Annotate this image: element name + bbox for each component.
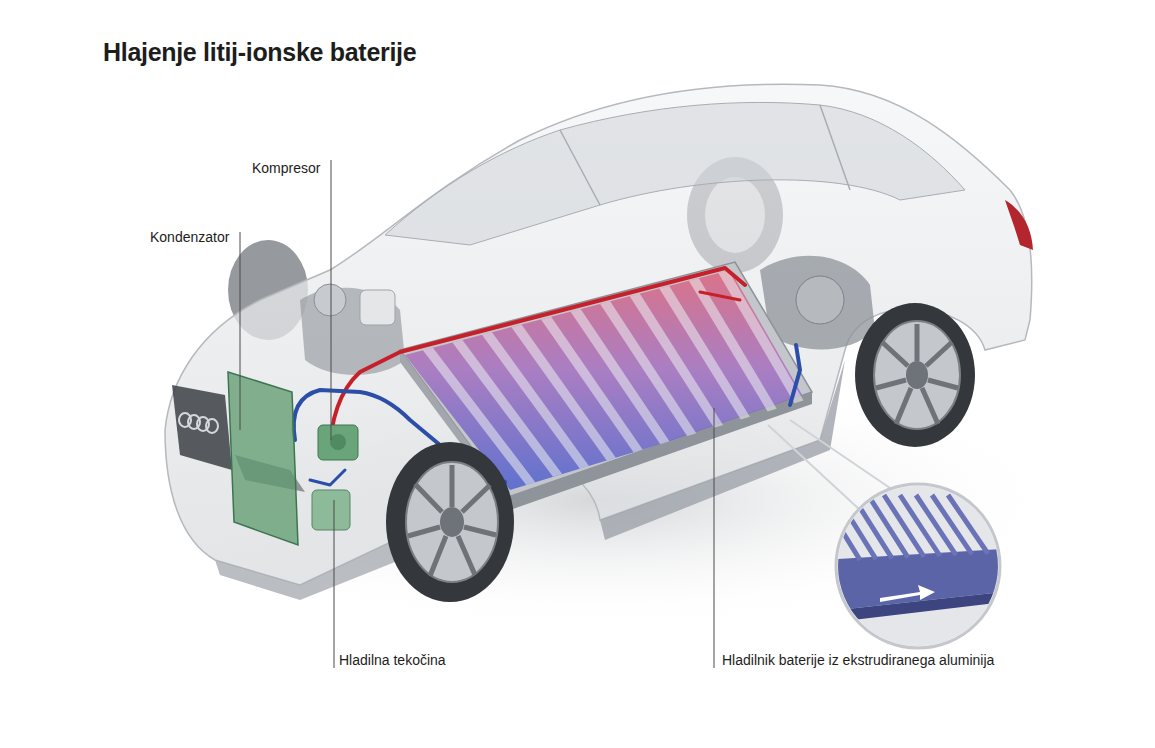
illustration-part bbox=[560, 130, 600, 205]
illustration-part bbox=[360, 290, 395, 325]
part-label: Kompresor bbox=[252, 160, 320, 176]
illustration-part bbox=[440, 507, 464, 537]
car-body bbox=[165, 84, 1033, 600]
illustration-part bbox=[906, 361, 928, 389]
illustration-part bbox=[922, 388, 938, 424]
illustration-part bbox=[700, 292, 740, 300]
illustration-part bbox=[408, 527, 440, 536]
illustration-part bbox=[896, 388, 911, 424]
illustration-part bbox=[790, 345, 800, 405]
illustration-part bbox=[206, 419, 218, 433]
illustration-part bbox=[876, 380, 906, 388]
illustration-part bbox=[330, 434, 346, 450]
compressor bbox=[312, 425, 358, 530]
illustration-part bbox=[310, 470, 345, 485]
illustration-part bbox=[718, 270, 803, 403]
illustration-part bbox=[330, 268, 745, 455]
front-components bbox=[300, 284, 405, 375]
illustration-part bbox=[464, 527, 496, 535]
illustration-part bbox=[215, 540, 400, 600]
illustration-part bbox=[331, 160, 332, 440]
illustration-part bbox=[820, 105, 850, 190]
illustration-part bbox=[882, 342, 908, 366]
part-label: Hladilnik baterije iz ekstrudiranega alu… bbox=[722, 652, 994, 668]
illustration-part bbox=[408, 465, 496, 576]
illustration-part bbox=[458, 536, 475, 575]
illustration-part bbox=[240, 232, 241, 430]
diagram-title: Hlajenje litij-ionske baterije bbox=[103, 38, 416, 67]
illustration-part bbox=[915, 324, 920, 361]
condenser bbox=[228, 372, 298, 545]
illustration-part bbox=[948, 495, 988, 554]
illustration-part bbox=[855, 303, 975, 447]
illustration-part bbox=[386, 442, 514, 602]
inset-pointer bbox=[768, 420, 890, 510]
illustration-part bbox=[334, 500, 335, 668]
illustration-part bbox=[508, 392, 812, 510]
illustration-part bbox=[406, 462, 498, 582]
illustration-part bbox=[1005, 200, 1033, 250]
illustration-part bbox=[172, 385, 232, 470]
illustration-part bbox=[415, 484, 442, 512]
illustration-part bbox=[874, 321, 960, 429]
part-label: Hladilna tekočina bbox=[339, 652, 446, 668]
illustration-part bbox=[876, 324, 958, 424]
illustration-part bbox=[820, 495, 988, 560]
leader-lines bbox=[240, 160, 714, 668]
illustration-part bbox=[820, 470, 1020, 670]
illustration-part bbox=[462, 485, 490, 512]
part-label: Kondenzator bbox=[150, 229, 229, 245]
illustration-part bbox=[926, 342, 952, 366]
illustration-part bbox=[714, 408, 715, 668]
illustration-part bbox=[880, 585, 935, 602]
cooler-inset bbox=[820, 470, 1020, 670]
illustration-part bbox=[820, 470, 1020, 670]
illustration-part bbox=[314, 284, 346, 316]
illustration-part bbox=[179, 413, 218, 433]
illustration-part bbox=[928, 380, 958, 388]
illustration-part bbox=[312, 490, 350, 530]
coolant-pipes bbox=[294, 268, 800, 485]
illustration-part bbox=[385, 102, 965, 245]
illustration-part bbox=[430, 536, 446, 576]
illustration-part bbox=[796, 276, 844, 324]
illustration-part bbox=[450, 465, 455, 507]
illustration-part bbox=[318, 425, 358, 460]
